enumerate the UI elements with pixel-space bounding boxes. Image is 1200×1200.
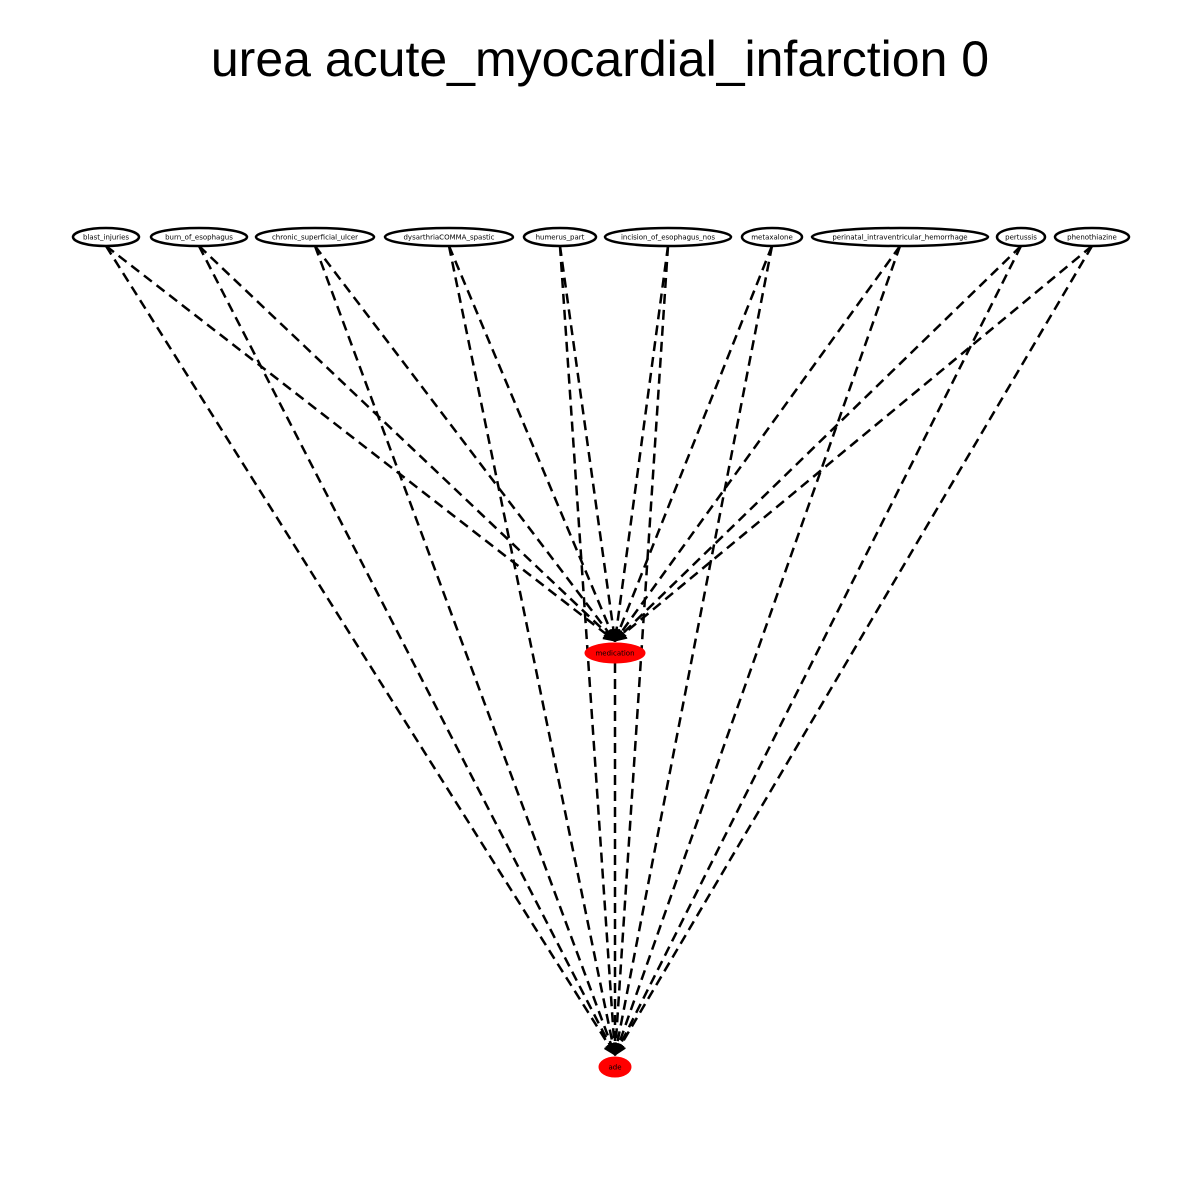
edge-perinatal_intraventricular_hemorrhage-to-medication (613, 245, 902, 643)
node-label: medication (595, 650, 634, 658)
edge-burn_of_esophagus-to-ade (197, 245, 617, 1057)
node-label: incision_of_esophagus_nos (621, 234, 715, 242)
node-label: burn_of_esophagus (165, 234, 233, 242)
node-label: dysarthriaCOMMA_spastic (403, 234, 494, 242)
node-label: phenothiazine (1067, 234, 1117, 242)
edge-dysarthriaCOMMA_spastic-to-medication (447, 245, 617, 643)
node-shape (995, 226, 1047, 248)
node-humerus_part: humerus_part (522, 226, 598, 248)
node-shape (71, 226, 141, 248)
edge-chronic_superficial_ulcer-to-ade (313, 245, 617, 1057)
node-shape (254, 226, 376, 248)
node-shape (603, 226, 733, 248)
node-label: perinatal_intraventricular_hemorrhage (832, 234, 967, 242)
node-label: humerus_part (536, 234, 585, 242)
edge-pertussis-to-ade (613, 245, 1023, 1057)
node-shape (740, 226, 804, 248)
node-shape (810, 226, 990, 248)
node-label: blast_injuries (83, 234, 129, 242)
node-perinatal_intraventricular_hemorrhage: perinatal_intraventricular_hemorrhage (810, 226, 990, 248)
node-label: metaxalone (751, 234, 793, 242)
node-shape (1053, 226, 1131, 248)
edge-blast_injuries-to-medication (105, 245, 616, 642)
edge-metaxalone-to-medication (613, 245, 774, 643)
node-medication: medication (584, 642, 646, 664)
node-burn_of_esophagus: burn_of_esophagus (149, 226, 249, 248)
edge-perinatal_intraventricular_hemorrhage-to-ade (612, 245, 902, 1057)
node-label: pertussis (1005, 234, 1037, 242)
node-incision_of_esophagus_nos: incision_of_esophagus_nos (603, 226, 733, 248)
edges-layer (104, 245, 1094, 1057)
node-shape (522, 226, 598, 248)
edge-burn_of_esophagus-to-medication (198, 245, 616, 642)
node-dysarthriaCOMMA_spastic: dysarthriaCOMMA_spastic (383, 226, 515, 248)
nodes-layer: blast_injuries burn_of_esophagus chronic_s… (71, 226, 1131, 1078)
graph-title: urea acute_myocardial_infarction 0 (210, 31, 990, 87)
node-shape (149, 226, 249, 248)
edge-pertussis-to-medication (614, 245, 1022, 642)
node-metaxalone: metaxalone (740, 226, 804, 248)
node-shape (584, 642, 646, 664)
node-label: chronic_superficial_ulcer (272, 234, 358, 242)
node-ade: ade (598, 1056, 632, 1078)
edge-dysarthriaCOMMA_spastic-to-ade (447, 245, 619, 1057)
edge-incision_of_esophagus_nos-to-medication (610, 245, 670, 643)
edge-phenothiazine-to-medication (614, 245, 1093, 642)
node-label: ade (608, 1064, 621, 1072)
node-shape (598, 1056, 632, 1078)
node-blast_injuries: blast_injuries (71, 226, 141, 248)
node-shape (383, 226, 515, 248)
edge-humerus_part-to-medication (558, 245, 620, 643)
edge-phenothiazine-to-ade (613, 245, 1094, 1057)
node-chronic_superficial_ulcer: chronic_superficial_ulcer (254, 226, 376, 248)
edge-chronic_superficial_ulcer-to-medication (314, 245, 616, 642)
node-pertussis: pertussis (995, 226, 1047, 248)
edge-metaxalone-to-ade (611, 245, 774, 1057)
node-phenothiazine: phenothiazine (1053, 226, 1131, 248)
